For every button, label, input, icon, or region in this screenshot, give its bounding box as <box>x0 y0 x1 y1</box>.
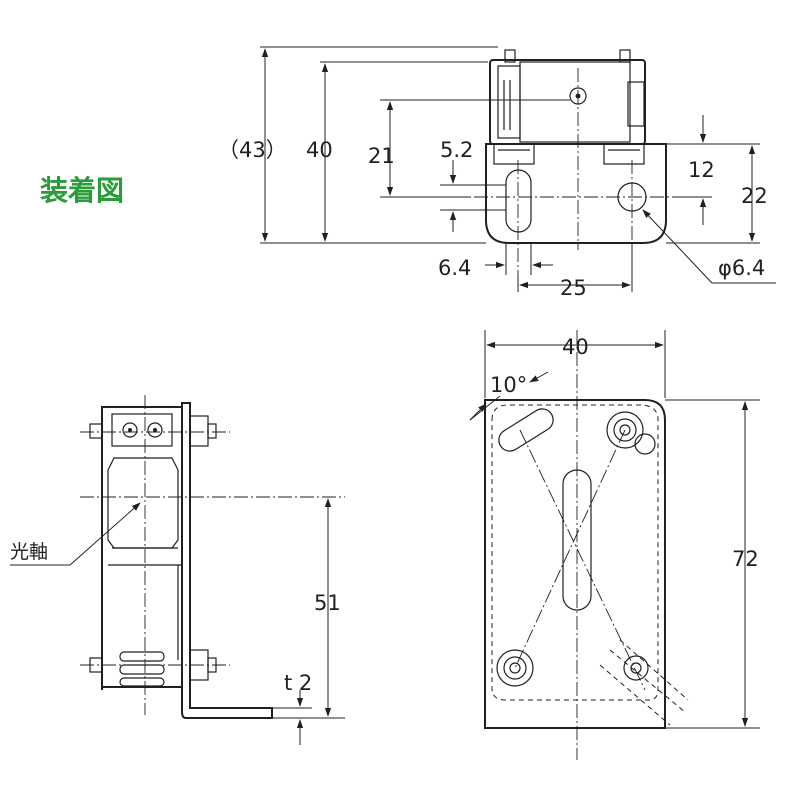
dim-43: （43） <box>218 138 287 162</box>
page-title: 装着図 <box>40 174 124 207</box>
top-view: （43） 40 21 5.2 12 22 6.4 25 φ6.4 <box>218 46 776 300</box>
side-view: 光軸 51 t 2 <box>10 395 345 745</box>
angled-slot <box>498 408 554 452</box>
dim-6-4: 6.4 <box>438 256 471 280</box>
dim-thickness: t 2 <box>284 671 312 695</box>
dim-5-2: 5.2 <box>440 138 473 162</box>
dim-21: 21 <box>368 144 395 168</box>
dim-25: 25 <box>560 276 587 300</box>
dim-40-width: 40 <box>562 335 589 359</box>
dim-12: 12 <box>688 158 715 182</box>
optical-axis-label: 光軸 <box>10 541 48 563</box>
dim-22: 22 <box>741 184 768 208</box>
front-view: 40 72 10° <box>469 330 760 760</box>
angle-label: 10° <box>490 373 527 397</box>
dim-40-height: 40 <box>306 138 333 162</box>
dim-72: 72 <box>732 547 759 571</box>
dim-51: 51 <box>314 591 341 615</box>
mount-slot <box>505 169 532 233</box>
dim-phi-6-4: φ6.4 <box>718 256 765 280</box>
